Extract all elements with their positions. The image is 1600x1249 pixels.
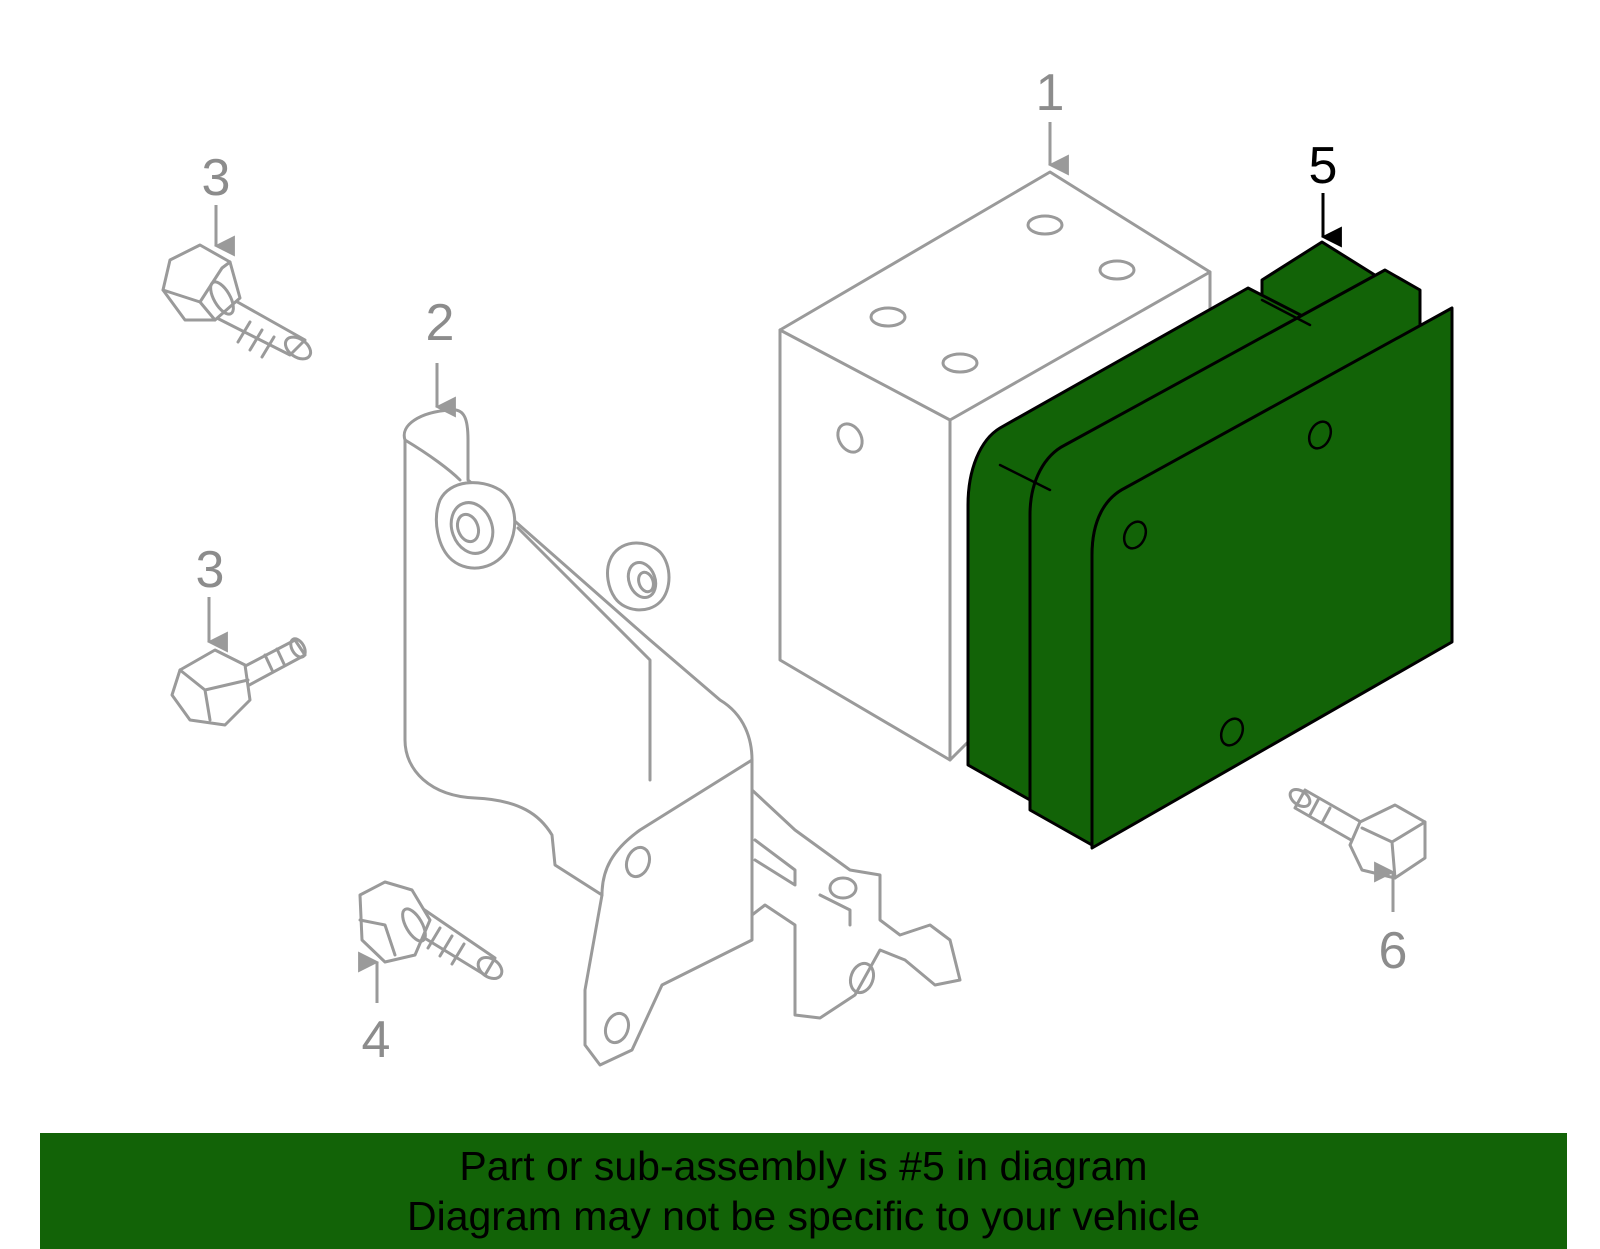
part-4-bolt[interactable] xyxy=(358,880,506,983)
info-banner: Part or sub-assembly is #5 in diagram Di… xyxy=(40,1133,1567,1249)
callout-2-label: 2 xyxy=(426,294,455,352)
part-5-control-module[interactable] xyxy=(966,240,1454,850)
part-6-bolt[interactable] xyxy=(1287,786,1427,880)
part-2-mounting-bracket[interactable] xyxy=(402,408,962,1067)
callout-5-label: 5 xyxy=(1309,137,1338,195)
callout-6-label: 6 xyxy=(1379,922,1408,980)
banner-line-1: Part or sub-assembly is #5 in diagram xyxy=(459,1143,1148,1189)
callout-3b-label: 3 xyxy=(196,541,225,599)
callout-3a-label: 3 xyxy=(202,149,231,207)
callout-4-label: 4 xyxy=(362,1011,391,1069)
part-3-bolt-top[interactable] xyxy=(161,243,315,363)
banner-line-2: Diagram may not be specific to your vehi… xyxy=(406,1193,1200,1239)
callout-1-label: 1 xyxy=(1036,64,1065,122)
part-3-bolt-middle[interactable] xyxy=(170,636,308,727)
